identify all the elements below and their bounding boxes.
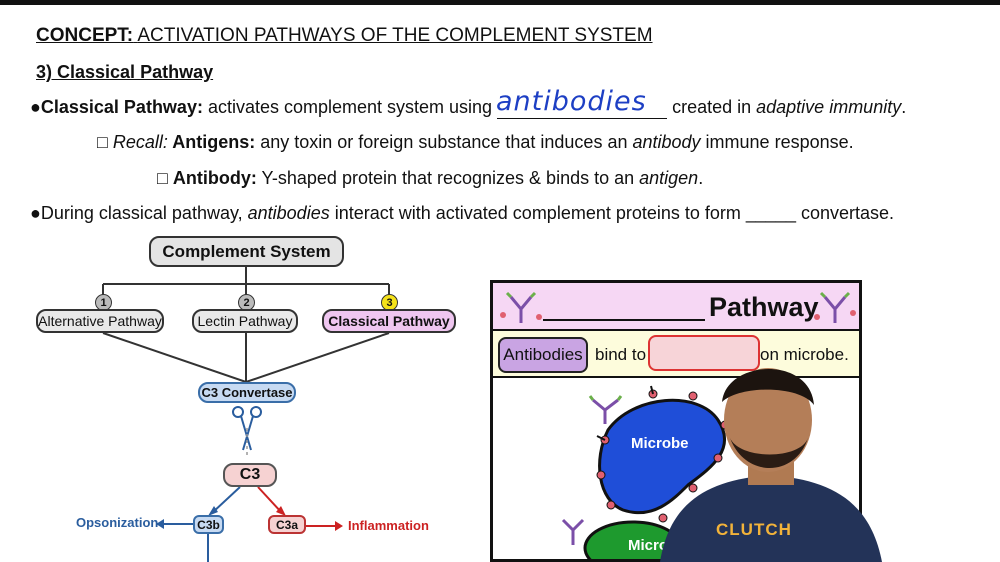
alternative-pathway-box: Alternative Pathway [36, 309, 164, 333]
checkbox-glyph: □ [157, 168, 173, 188]
on-microbe-text: on microbe. [760, 345, 849, 364]
inflammation-label: Inflammation [348, 518, 429, 533]
c3b-box: C3b [193, 515, 224, 534]
antibody-icon [814, 291, 856, 323]
panel-title: Pathway [709, 292, 819, 322]
bullet-text: ●During classical pathway, [30, 203, 248, 223]
opsonization-label: Opsonization [76, 515, 159, 530]
bullet-text: immune response. [700, 132, 854, 152]
microbe2-label: Micro [628, 537, 669, 554]
bullet-during-classical: ●During classical pathway, antibodies in… [30, 203, 894, 224]
bullet-text: interact with activated complement prote… [329, 203, 746, 223]
bullet-italic: antigen [639, 168, 699, 188]
bullet-text: convertase. [795, 203, 895, 223]
bullet-italic: antibody [632, 132, 701, 152]
concept-prefix: CONCEPT: [36, 25, 134, 46]
bind-to-text: bind to [595, 345, 647, 364]
antibody-icon [500, 291, 542, 323]
bullet-text: created in [667, 97, 757, 117]
section-subheading: 3) Classical Pathway [36, 62, 214, 82]
bullet-text: Y-shaped protein that recognizes & binds… [256, 168, 640, 188]
c3-box: C3 [223, 463, 277, 487]
handwritten-answer: antibodies [496, 86, 647, 117]
bullet-end: . [901, 97, 907, 117]
antibodies-tag: Antibodies [498, 337, 588, 373]
complement-system-box: Complement System [149, 236, 344, 267]
presenter-image [660, 368, 882, 562]
classical-pathway-box: Classical Pathway [322, 309, 456, 333]
diagram-connectors [102, 267, 390, 562]
bullet-recall-antigens: □ Recall: Antigens: any toxin or foreign… [97, 132, 854, 153]
panel-title-bar: Pathway [493, 283, 859, 331]
microbe-illustration [561, 385, 734, 559]
concept-title: ACTIVATION PATHWAYS OF THE COMPLEMENT SY… [137, 25, 653, 46]
bullet-end: . [698, 168, 704, 188]
antigen-blank [648, 335, 760, 371]
fill-blank [497, 97, 668, 119]
c3a-box: C3a [268, 515, 306, 534]
c3-convertase-box: C3 Convertase [198, 382, 296, 403]
concept-heading: CONCEPT: ACTIVATION PATHWAYS OF THE COMP… [36, 25, 653, 47]
bullet-lead: ●Classical Pathway: [30, 97, 203, 117]
scissors-icon [232, 406, 262, 451]
recall-label: Recall: [112, 132, 168, 152]
title-blank [543, 319, 705, 321]
bullet-antibody-definition: □ Antibody: Y-shaped protein that recogn… [157, 168, 703, 189]
bullet-text: any toxin or foreign substance that indu… [255, 132, 633, 152]
checkbox-glyph: □ [97, 132, 113, 152]
bullet-text: activates complement system using [202, 97, 498, 117]
microbe-label: Microbe [631, 435, 689, 452]
bullet-italic: antibodies [247, 203, 330, 223]
clutch-logo: CLUTCH [716, 520, 792, 539]
term-antigens: Antigens: [167, 132, 256, 152]
lectin-pathway-box: Lectin Pathway [192, 309, 298, 333]
top-bar [0, 0, 1000, 5]
term-antibody: Antibody: [172, 168, 257, 188]
bullet-classical-pathway: ●Classical Pathway: activates complement… [30, 97, 906, 119]
bullet-italic: adaptive immunity [756, 97, 902, 117]
panel-statement-row: Antibodies bind to on microbe. [493, 331, 859, 378]
fill-blank: _____ [745, 203, 796, 223]
